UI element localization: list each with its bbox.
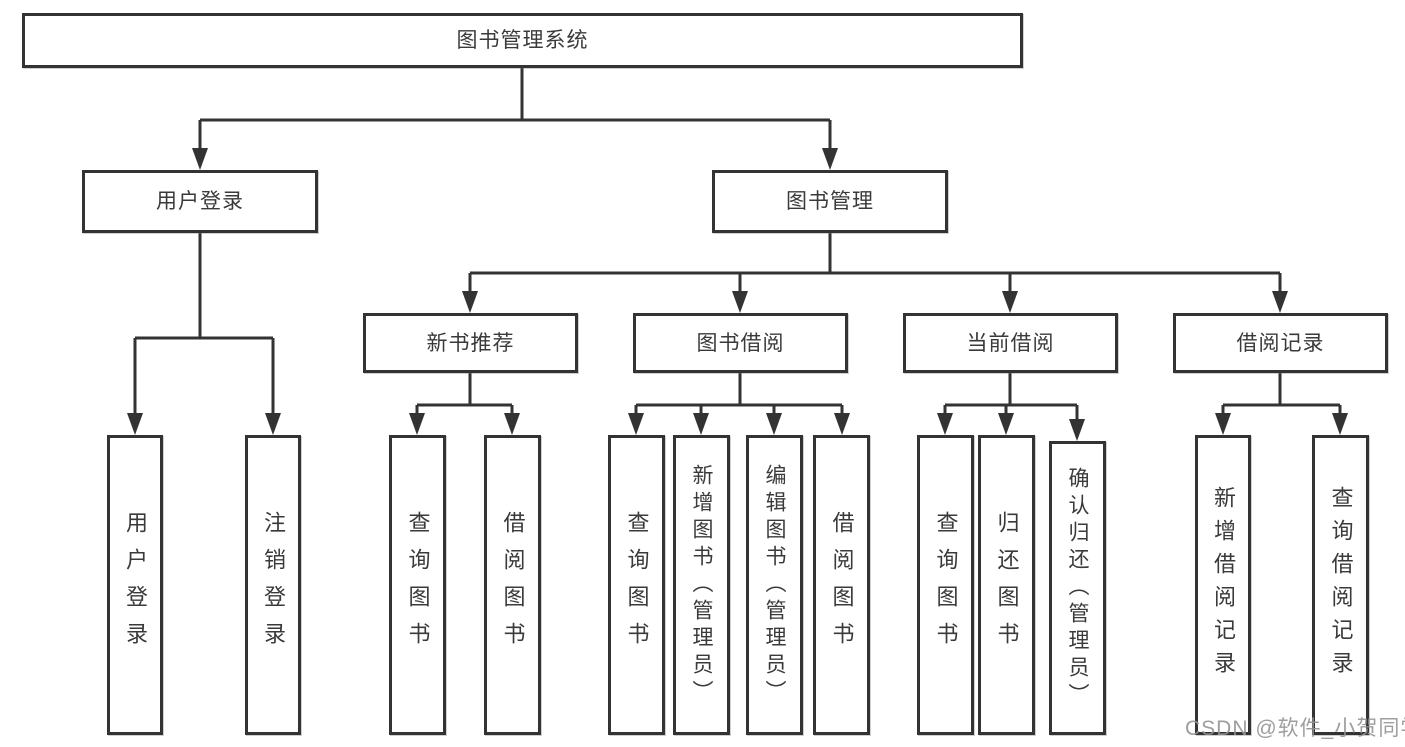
csdn-watermark: CSDN @软件_小贺同学: [1185, 717, 1405, 740]
node-leaf-br-add: 新增借阅记录: [1195, 435, 1251, 735]
node-leaf-cb-confirm-label: 确认归还（管理员）: [1066, 466, 1089, 710]
node-user-login: 用户登录: [82, 170, 318, 233]
connector-book-mgmt-children: [462, 233, 1288, 313]
node-leaf-bb-add: 新增图书（管理员）: [673, 435, 730, 735]
node-new-book-rec-label: 新书推荐: [426, 331, 515, 355]
node-book-borrow-label: 图书借阅: [696, 331, 785, 355]
node-leaf-br-query-label: 查询借阅记录: [1328, 486, 1354, 684]
node-leaf-user-login-label: 用户登录: [123, 511, 148, 659]
node-root-label: 图书管理系统: [456, 29, 589, 52]
node-leaf-bb-add-label: 新增图书（管理员）: [690, 463, 713, 707]
node-leaf-bb-borrow-label: 借阅图书: [829, 511, 855, 659]
node-leaf-cb-query-label: 查询图书: [933, 511, 959, 659]
node-leaf-bb-edit: 编辑图书（管理员）: [746, 435, 803, 735]
node-leaf-bb-edit-label: 编辑图书（管理员）: [763, 463, 786, 707]
node-leaf-logout-label: 注销登录: [261, 511, 286, 659]
node-leaf-nb-query-label: 查询图书: [405, 511, 431, 659]
node-leaf-user-login: 用户登录: [107, 435, 163, 735]
node-book-mgmt: 图书管理: [712, 170, 948, 233]
node-leaf-bb-query-label: 查询图书: [624, 511, 650, 659]
connector-root-to-level2: [192, 68, 838, 170]
node-leaf-cb-confirm: 确认归还（管理员）: [1049, 441, 1106, 735]
node-leaf-cb-return: 归还图书: [978, 435, 1035, 735]
connector-new-book-rec-children: [409, 372, 520, 435]
node-leaf-nb-query: 查询图书: [389, 435, 446, 735]
node-book-borrow: 图书借阅: [633, 313, 848, 373]
node-root: 图书管理系统: [22, 13, 1023, 68]
node-leaf-logout: 注销登录: [245, 435, 301, 735]
node-leaf-br-query: 查询借阅记录: [1312, 435, 1369, 735]
node-leaf-br-add-label: 新增借阅记录: [1211, 486, 1236, 684]
node-user-login-label: 用户登录: [156, 190, 244, 213]
node-leaf-nb-borrow-label: 借阅图书: [500, 511, 526, 659]
connector-borrow-record-children: [1215, 372, 1348, 435]
node-leaf-cb-return-label: 归还图书: [994, 511, 1020, 659]
node-book-mgmt-label: 图书管理: [786, 190, 874, 213]
connector-user-login-children: [127, 233, 281, 435]
node-borrow-record-label: 借阅记录: [1236, 331, 1325, 355]
node-current-borrow: 当前借阅: [903, 313, 1118, 373]
node-new-book-rec: 新书推荐: [363, 313, 578, 373]
node-leaf-nb-borrow: 借阅图书: [484, 435, 541, 735]
node-borrow-record: 借阅记录: [1173, 313, 1388, 373]
connector-book-borrow-children: [628, 372, 850, 435]
node-leaf-bb-borrow: 借阅图书: [813, 435, 870, 735]
connector-current-borrow-children: [937, 372, 1085, 441]
node-leaf-cb-query: 查询图书: [917, 435, 974, 735]
node-current-borrow-label: 当前借阅: [966, 331, 1055, 355]
node-leaf-bb-query: 查询图书: [608, 435, 665, 735]
